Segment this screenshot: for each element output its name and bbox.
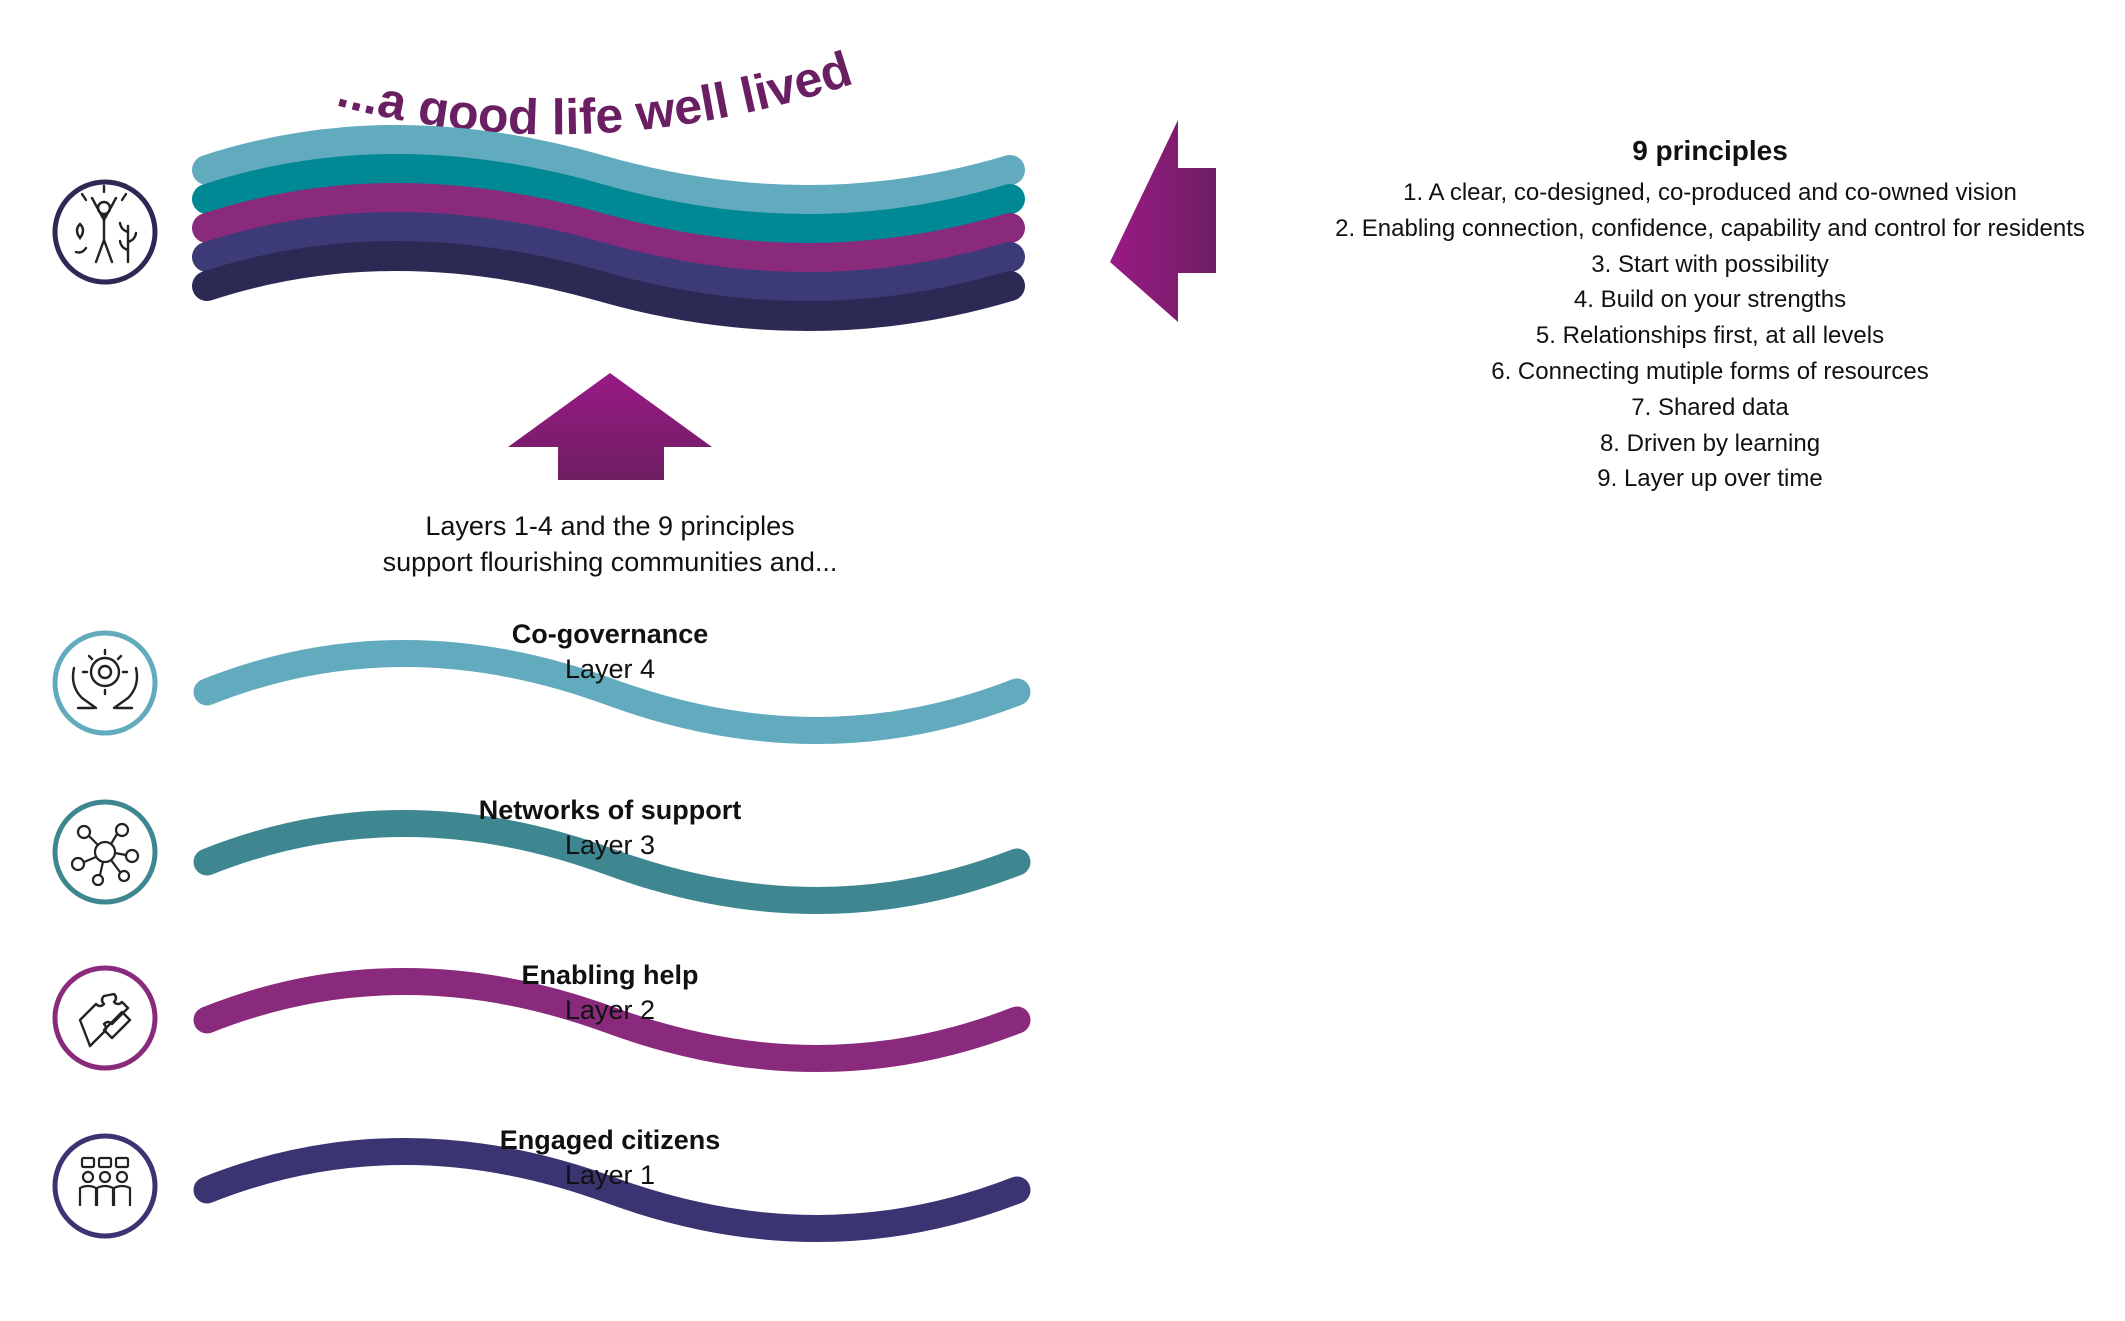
celebrating-person-icon — [52, 179, 158, 285]
layer-4-subtitle: Layer 4 — [564, 654, 656, 684]
layer-3-title: Networks of support — [478, 795, 742, 825]
principle-item: 4. Build on your strengths — [1573, 286, 1847, 314]
principle-item: 7. Shared data — [1631, 393, 1789, 421]
layer-1-title: Engaged citizens — [499, 1125, 721, 1155]
stack-wave-5 — [192, 241, 1025, 331]
layer-1-wave — [193, 1138, 1031, 1242]
principle-item: 5. Relationships first, at all levels — [1535, 322, 1885, 350]
layer-2-title: Enabling help — [521, 960, 699, 990]
stack-wave-1 — [192, 125, 1025, 215]
hands-holding-gear-icon — [52, 630, 158, 736]
layers-caption: Layers 1-4 and the 9 principles support … — [300, 508, 920, 580]
layers-up-arrow — [508, 373, 712, 480]
principle-item: 1. A clear, co-designed, co-produced and… — [1403, 179, 2017, 206]
stack-wave-2 — [192, 154, 1025, 244]
flourishing-wave-stack — [192, 125, 1025, 331]
layer-3-subtitle: Layer 3 — [564, 830, 656, 860]
layer-2-wave — [193, 968, 1031, 1072]
principle-item: 8. Driven by learning — [1599, 429, 1821, 457]
stack-wave-4 — [192, 212, 1025, 302]
layer-3-wave — [193, 810, 1031, 914]
principle-item: 3. Start with possibility — [1591, 250, 1829, 278]
network-people-icon — [52, 799, 158, 905]
caption-line-2: support flourishing communities and... — [382, 547, 838, 577]
layer-2-subtitle: Layer 2 — [564, 995, 656, 1025]
stack-wave-3 — [192, 183, 1025, 273]
layer-4-title: Co-governance — [511, 619, 709, 649]
group-speech-icon — [52, 1133, 158, 1239]
principle-item: 6. Connecting mutiple forms of resources — [1491, 357, 1929, 385]
principles-arrow — [1110, 120, 1216, 322]
principles-panel: 9 principles 1. A clear, co-designed, co… — [1310, 133, 2110, 497]
principles-list: 1. A clear, co-designed, co-produced and… — [1310, 175, 2110, 497]
principle-item: 2. Enabling connection, confidence, capa… — [1335, 214, 2085, 242]
puzzle-pieces-icon — [52, 965, 158, 1071]
layer-1-subtitle: Layer 1 — [564, 1160, 656, 1190]
layer-4-wave — [193, 640, 1031, 744]
principles-title: 9 principles — [1632, 135, 1788, 166]
caption-line-1: Layers 1-4 and the 9 principles — [425, 511, 795, 541]
principle-item: 9. Layer up over time — [1597, 465, 1823, 493]
